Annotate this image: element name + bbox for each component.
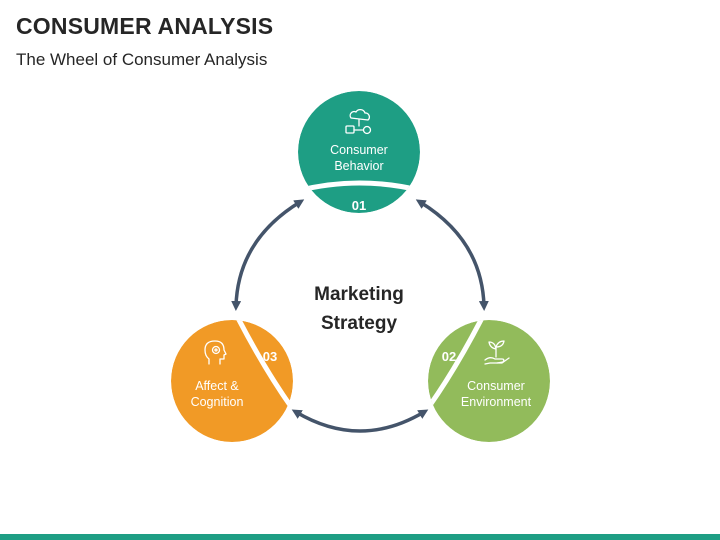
arrow-behavior-environment (415, 199, 489, 311)
node-1-label-line1: Consumer (330, 143, 388, 157)
node-1-number: 01 (352, 198, 366, 213)
node-3-label-line1: Affect & (195, 379, 239, 393)
hand-plant-icon (484, 340, 510, 365)
page-title: CONSUMER ANALYSIS (16, 13, 274, 39)
center-text-line1: Marketing (314, 284, 404, 305)
node-2-circle (428, 320, 550, 442)
node-3-number: 03 (263, 349, 277, 364)
node-3-divider (235, 320, 293, 410)
node-2-divider (428, 320, 485, 410)
page-subtitle: The Wheel of Consumer Analysis (16, 50, 268, 69)
node-1-label-line2: Behavior (334, 159, 383, 173)
node-consumer-behavior: Consumer Behavior 01 (298, 91, 420, 213)
node-3-label-line2: Cognition (191, 395, 244, 409)
arrow-behavior-affect (231, 199, 305, 311)
node-2-label-line1: Consumer (467, 379, 525, 393)
arrow-affect-environment (291, 409, 429, 433)
node-2-label-line2: Environment (461, 395, 532, 409)
node-3-circle (171, 320, 293, 442)
center-text-line2: Strategy (321, 313, 397, 334)
node-2-number: 02 (442, 349, 456, 364)
head-gear-icon (204, 340, 227, 365)
node-affect-cognition: 03 Affect & Cognition (171, 320, 293, 442)
node-consumer-environment: 02 Consumer Environment (428, 320, 550, 442)
footer-bar (0, 534, 720, 540)
cloud-gear-icon (345, 108, 372, 135)
